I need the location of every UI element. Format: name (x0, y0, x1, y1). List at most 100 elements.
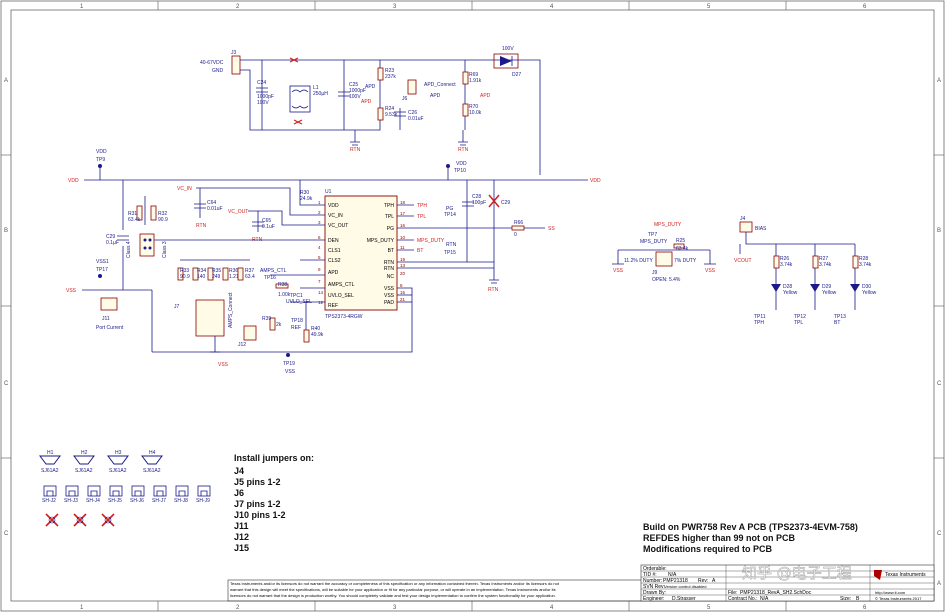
r34-resistor (192, 267, 199, 281)
tid-label: TID #: (643, 572, 657, 578)
engineer-label: Engineer: (643, 596, 664, 602)
input-filter: 40-67VDC GND J3 C24 1000pF 100V L1 250µH… (200, 46, 541, 175)
r66-value: 0 (514, 232, 517, 238)
u1-pin-num-left: 6 (318, 235, 321, 240)
j9-jumper[interactable] (655, 251, 673, 267)
rev-label: Rev: (698, 578, 708, 584)
c29b-ref: C29 (106, 234, 115, 240)
grid-col-5: 5 (707, 4, 711, 10)
u1-pin-pad-10: PAD (384, 300, 394, 306)
file-label: File: (728, 590, 737, 596)
bias-label: BIAS (755, 226, 767, 232)
vdd-tp9-label: VDD (96, 149, 107, 155)
orderable-label: Orderable: (643, 566, 667, 572)
j5-jumper[interactable] (139, 233, 155, 257)
tp15-label: TP15 (444, 250, 456, 256)
grid-row-b-right: B (937, 228, 941, 234)
j4-jumper[interactable] (739, 221, 753, 233)
c25-ref: C25 (349, 82, 358, 88)
d28-ref: D28 (783, 284, 792, 290)
disclaimer-3: licensors do not warrant that the design… (230, 593, 556, 598)
r31-resistor (136, 205, 143, 221)
j11-jumper[interactable] (100, 297, 118, 311)
company-url: http://www.ti.com (875, 590, 906, 595)
u1-right-pins: TPH18TPL17PG16MPS_DUTY10BT11RTN19RTN13NC… (367, 200, 406, 306)
r40-ref: R40 (311, 326, 320, 332)
u1-pin-num-left: 7 (318, 279, 321, 284)
rtn-ground-1-icon (350, 130, 360, 146)
build-notes: Build on PWR758 Rev A PCB (TPS2373-4EVM-… (643, 522, 858, 554)
c64-value: 0.01uF (207, 206, 223, 212)
rtn-label-3: RTN (488, 287, 499, 293)
size-label: Size: (840, 596, 851, 602)
r70-ref: R70 (469, 104, 478, 110)
c25-capacitor (338, 91, 350, 97)
r35-resistor (207, 267, 214, 281)
c64-ref: C64 (207, 200, 216, 206)
r66-resistor (511, 225, 525, 231)
c29-dnp-x-icon (488, 194, 500, 208)
tpc1-label: TPC1 (290, 293, 303, 299)
u1-pin-pg-2: PG (387, 226, 394, 232)
j12-jumper[interactable] (243, 325, 257, 341)
hole-part: SJ61A2 (41, 468, 59, 474)
u1-pin-num-left: 2 (318, 210, 321, 215)
number-value: PMP21318 (663, 578, 688, 584)
hole-part: SJ61A2 (75, 468, 93, 474)
shunt-ref: SH-J6 (130, 498, 144, 504)
u1-pin-num-right: 17 (400, 211, 406, 216)
dnp-fiducial-x-icon (45, 513, 59, 527)
tp17-testpoint[interactable] (98, 274, 102, 278)
j6-jumper[interactable] (407, 79, 417, 95)
r24-value: 9.53k (385, 112, 398, 118)
duty-11-label: 11.2% DUTY (624, 258, 653, 264)
apd-connect-label: APD_Connect (424, 82, 456, 88)
c28-capacitor (462, 201, 474, 207)
ti-logo-icon (874, 570, 882, 580)
c26-ref: C26 (408, 110, 417, 116)
shunt-ref: SH-J9 (196, 498, 210, 504)
r36-value: 1.21k (229, 274, 242, 280)
u1-pin-num-right: 8 (400, 283, 403, 288)
r34-ref: R34 (197, 268, 206, 274)
j7-jumper-block[interactable] (195, 299, 225, 337)
class3-label: Class 3 (162, 241, 168, 258)
contract-value: N/A (760, 596, 769, 602)
r23-resistor (377, 67, 384, 81)
r69-ref: R69 (469, 72, 478, 78)
r70-resistor (462, 103, 469, 117)
r36-ref: R36 (229, 268, 238, 274)
tp10-label: TP10 (454, 168, 466, 174)
ref-label: REF (291, 325, 301, 331)
shunt-icon (175, 485, 189, 497)
grid-col-4-bottom: 4 (550, 605, 554, 611)
hole-ref: H4 (149, 450, 156, 456)
build-note-2: REFDES higher than 99 not on PCB (643, 533, 796, 543)
r28-value: 3.74k (859, 262, 872, 268)
u1-pin-vc-out: VC_OUT (328, 223, 348, 229)
u1-pin-mps-duty-3: MPS_DUTY (367, 238, 395, 244)
grid-row-c: C (4, 381, 9, 387)
pg-label: PG (446, 206, 453, 212)
c29-ref: C29 (501, 200, 510, 206)
r32-ref: R32 (158, 211, 167, 217)
c28-ref: C28 (472, 194, 481, 200)
u1-pin-cls1: CLS1 (328, 248, 341, 254)
r26-resistor (773, 255, 780, 269)
r38-ref: R38 (278, 282, 287, 288)
shunt-icon (65, 485, 79, 497)
vss1-flag: VSS (66, 288, 77, 294)
j3-connector (231, 55, 241, 75)
d30-color: Yellow (862, 290, 877, 296)
size-value: B (856, 596, 860, 602)
company-label: Texas Instruments (885, 572, 926, 578)
j7-label: J7 (174, 304, 180, 310)
u1-pin-bt-4: BT (388, 248, 394, 254)
tp19-testpoint[interactable] (286, 353, 290, 357)
d27-ref: D27 (512, 72, 521, 78)
tp12-label: TP12 (794, 314, 806, 320)
tp7-label: TP7 (648, 232, 657, 238)
r69-value: 1.91k (469, 78, 482, 84)
u1-pin-num-right: 19 (400, 257, 406, 262)
c65-value: 0.1uF (262, 224, 275, 230)
